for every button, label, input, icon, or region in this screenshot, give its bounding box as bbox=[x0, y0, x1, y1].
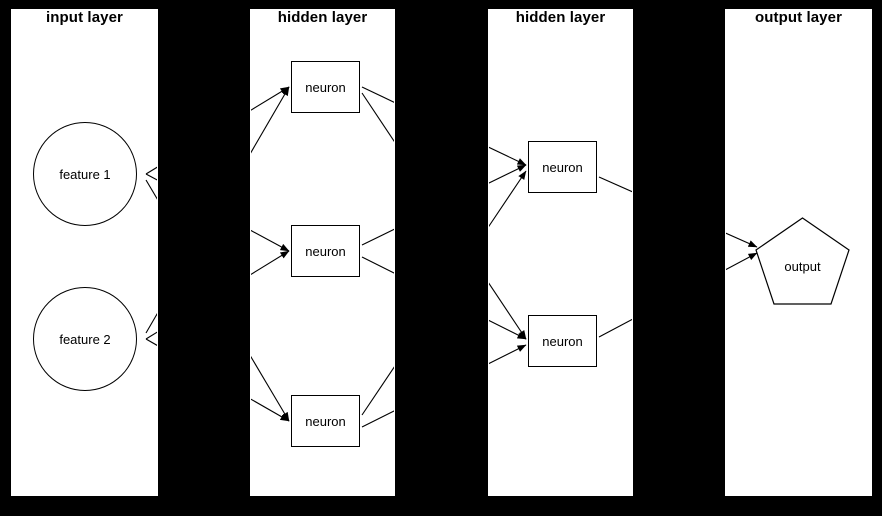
panel-title-input-layer: input layer bbox=[46, 9, 123, 26]
node-hidden2-neuron-1[interactable]: neuron bbox=[528, 141, 597, 193]
edge-stubs-panel-hidden2 bbox=[489, 146, 632, 365]
node-output-label: output bbox=[784, 259, 821, 274]
panel-title-output-layer: output layer bbox=[754, 9, 843, 26]
edge-stubs-panel-input bbox=[145, 166, 157, 346]
panel-hidden-layer-2 bbox=[488, 9, 633, 496]
pentagon-shape bbox=[755, 217, 850, 305]
node-hidden1-neuron-1[interactable]: neuron bbox=[291, 61, 360, 113]
edge-stubs-panel-hidden1 bbox=[251, 86, 394, 428]
panel-input-layer bbox=[11, 9, 158, 496]
node-feature-2[interactable]: feature 2 bbox=[33, 287, 137, 391]
node-feature-1[interactable]: feature 1 bbox=[33, 122, 137, 226]
edge-stubs-panel-output bbox=[726, 232, 758, 271]
node-hidden2-neuron-2[interactable]: neuron bbox=[528, 315, 597, 367]
node-output[interactable]: output bbox=[755, 217, 850, 306]
panel-title-hidden-layer-2: hidden layer bbox=[515, 9, 606, 26]
node-hidden1-neuron-3[interactable]: neuron bbox=[291, 395, 360, 447]
panel-title-hidden-layer-1: hidden layer bbox=[277, 9, 368, 26]
node-hidden1-neuron-2[interactable]: neuron bbox=[291, 225, 360, 277]
